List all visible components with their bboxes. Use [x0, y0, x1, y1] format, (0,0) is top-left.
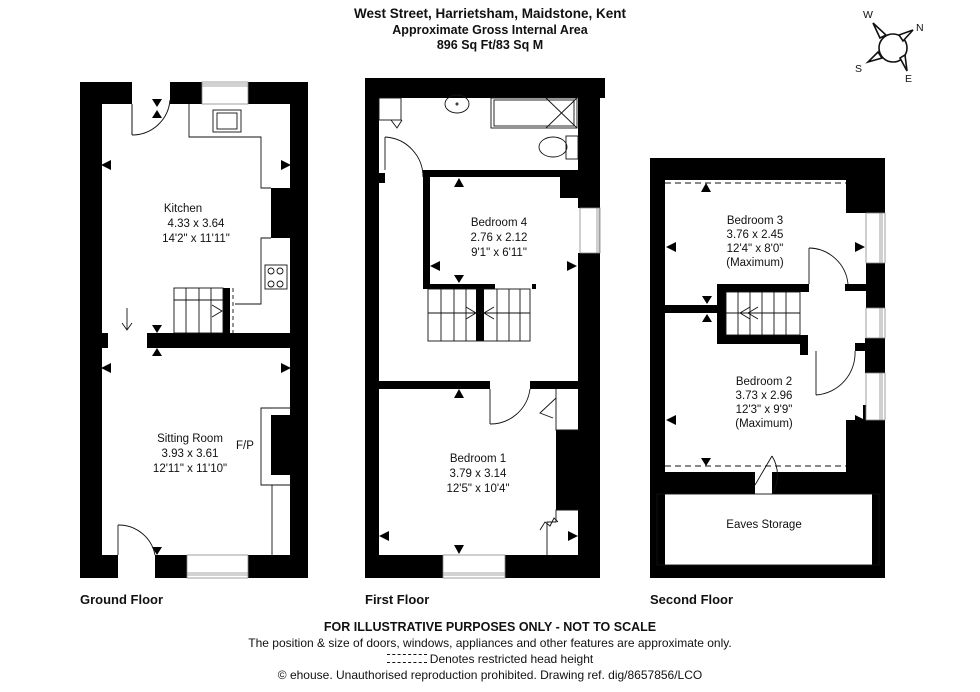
compass-south-label: S: [855, 63, 862, 75]
room-metric-sitting-room: 3.93 x 3.61: [162, 448, 219, 460]
compass-icon: W N S E: [855, 9, 924, 85]
ground-floor-label: Ground Floor: [80, 592, 164, 607]
room-name-bedroom-3: Bedroom 3: [727, 215, 783, 227]
first-floor-plan: Bedroom 4 2.76 x 2.12 9'1" x 6'11" Bedro…: [365, 78, 605, 579]
area-subtitle: Approximate Gross Internal Area: [392, 23, 588, 37]
copyright-notice: © ehouse. Unauthorised reproduction proh…: [277, 668, 703, 682]
dashed-line-key-icon: [386, 654, 427, 664]
disclaimer: FOR ILLUSTRATIVE PURPOSES ONLY - NOT TO …: [323, 620, 657, 634]
room-imperial-sitting-room: 12'11" x 11'10": [153, 463, 227, 475]
second-floor-plan: Bedroom 3 3.76 x 2.45 12'4" x 8'0" (Maxi…: [650, 158, 886, 578]
compass-north-label: N: [916, 22, 924, 34]
room-note-bedroom-3: (Maximum): [726, 257, 784, 269]
room-imperial-bedroom-4: 9'1" x 6'11": [471, 247, 527, 259]
room-note-bedroom-2: (Maximum): [735, 418, 793, 430]
compass-west-label: W: [863, 9, 873, 21]
room-metric-kitchen: 4.33 x 3.64: [168, 218, 226, 230]
room-imperial-kitchen: 14'2" x 11'11": [162, 233, 230, 245]
room-name-kitchen: Kitchen: [164, 203, 202, 215]
room-metric-bedroom-2: 3.73 x 2.96: [736, 390, 793, 402]
second-floor-label: Second Floor: [650, 592, 734, 607]
first-floor-label: First Floor: [365, 592, 430, 607]
property-address: West Street, Harrietsham, Maidstone, Ken…: [353, 6, 627, 21]
legend-restricted-head-height: Denotes restricted head height: [0, 652, 980, 666]
room-metric-bedroom-4: 2.76 x 2.12: [471, 232, 528, 244]
room-name-bedroom-2: Bedroom 2: [736, 376, 792, 388]
legend-text: Denotes restricted head height: [429, 652, 594, 666]
room-imperial-bedroom-3: 12'4" x 8'0": [727, 243, 784, 255]
gross-internal-area: 896 Sq Ft/83 Sq M: [436, 38, 544, 52]
room-name-bedroom-1: Bedroom 1: [450, 453, 506, 465]
compass-east-label: E: [905, 73, 912, 85]
room-metric-bedroom-1: 3.79 x 3.14: [450, 468, 508, 480]
room-name-sitting-room: Sitting Room: [157, 433, 223, 445]
room-name-bedroom-4: Bedroom 4: [471, 217, 528, 229]
fireplace-label: F/P: [236, 440, 254, 452]
room-metric-bedroom-3: 3.76 x 2.45: [727, 229, 784, 241]
ground-floor-plan: Kitchen 4.33 x 3.64 14'2" x 11'11" Sitti…: [80, 81, 308, 579]
room-imperial-bedroom-2: 12'3" x 9'9": [736, 404, 793, 416]
room-imperial-bedroom-1: 12'5" x 10'4": [446, 483, 509, 495]
approximation-note: The position & size of doors, windows, a…: [248, 636, 732, 650]
room-name-eaves-storage: Eaves Storage: [726, 519, 801, 531]
